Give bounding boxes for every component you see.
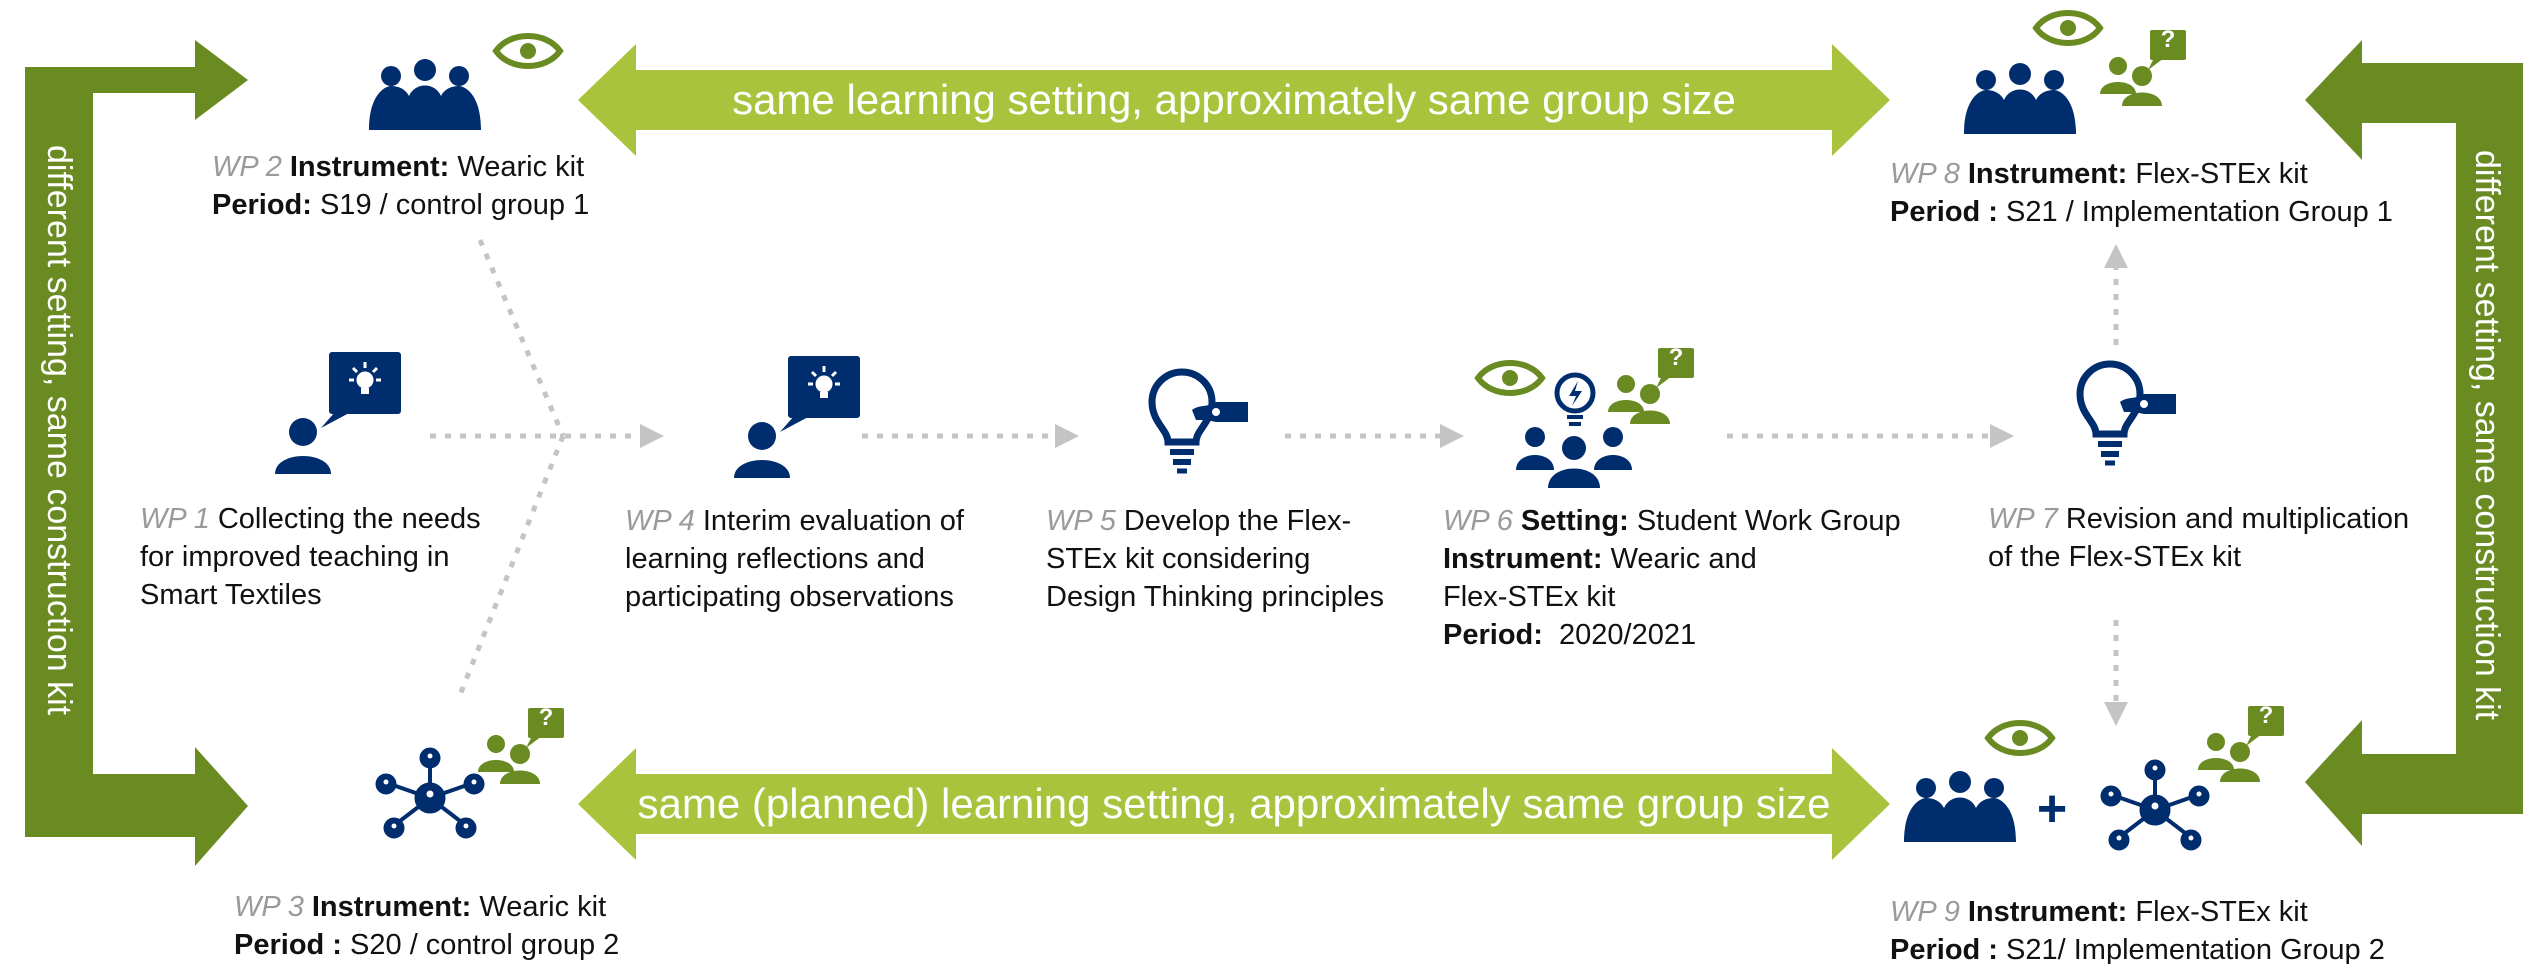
instrument-label: Instrument:: [1967, 896, 2128, 928]
period-label: Period:: [1443, 619, 1543, 651]
arrowheads: [640, 244, 2128, 726]
right-vertical-text: different setting, same construction kit: [2468, 150, 2506, 721]
team-icon: [1516, 427, 1632, 488]
plus-sign: +: [2037, 780, 2067, 838]
description-line: Interim evaluation of: [702, 505, 964, 537]
instrument-value: Flex-STEx kit: [2135, 158, 2308, 190]
period-value: 2020/2021: [1559, 619, 1697, 651]
setting-label: Setting:: [1520, 505, 1629, 537]
connectors: [430, 239, 2119, 702]
eye-icon: [496, 36, 560, 66]
period-value: S21/ Implementation Group 2: [2006, 934, 2385, 964]
description-line: Smart Textiles: [140, 579, 322, 611]
instrument-value: Wearic kit: [457, 151, 585, 183]
bulb-bolt-icon: [1557, 375, 1593, 424]
period-label: Period:: [212, 189, 312, 221]
question-mark: ?: [2161, 26, 2176, 53]
network-icon: [374, 746, 486, 840]
description-line: Collecting the needs: [217, 503, 481, 535]
instrument-label: Instrument:: [289, 151, 450, 183]
wp-tag: WP 1: [140, 503, 210, 535]
eye-icon: [1478, 363, 1542, 393]
network-icon: [2099, 758, 2211, 852]
group-icon: [1964, 63, 2076, 134]
description-line: of the Flex-STEx kit: [1988, 541, 2242, 573]
wp-tag: WP 6: [1443, 505, 1513, 537]
description-line: learning reflections and: [625, 543, 925, 575]
group-icon: [1904, 771, 2016, 842]
wp-tag: WP 2: [212, 151, 282, 183]
description-line: participating observations: [625, 581, 954, 613]
wp-tag: WP 9: [1890, 896, 1960, 928]
description-line: for improved teaching in: [140, 541, 450, 573]
wp-tag: WP 7: [1988, 503, 2058, 535]
period-value: S20 / control group 2: [350, 929, 620, 961]
description-line: Develop the Flex-: [1123, 505, 1352, 537]
instrument-label: Instrument:: [1967, 158, 2128, 190]
question-mark: ?: [2259, 702, 2274, 729]
lightbulb-icon: [1152, 372, 1248, 471]
top-double-arrow: [578, 44, 1890, 156]
wp-tag: WP 3: [234, 891, 304, 923]
bottom-banner-text: same (planned) learning setting, approxi…: [637, 780, 1831, 827]
description-line: Design Thinking principles: [1046, 581, 1384, 613]
instrument-value: Wearic and: [1610, 543, 1757, 575]
right-bracket-arrow: [2305, 40, 2523, 846]
period-label: Period :: [1890, 934, 1998, 964]
wp-tag: WP 5: [1046, 505, 1116, 537]
question-marks: ? ? ? ?: [539, 26, 2274, 731]
period-label: Period :: [234, 929, 342, 961]
eye-icon: [1988, 723, 2052, 753]
period-value: S19 / control group 1: [319, 189, 590, 221]
lightbulb-icon: [2080, 364, 2176, 463]
instrument-value: Flex-STEx kit: [1443, 581, 1616, 613]
wp-tag: WP 4: [625, 505, 695, 537]
instrument-value: Flex-STEx kit: [2135, 896, 2308, 928]
question-mark: ?: [539, 704, 554, 731]
period-value: S21 / Implementation Group 1: [2006, 196, 2393, 228]
period-label: Period :: [1890, 196, 1998, 228]
instrument-label: Instrument:: [1443, 543, 1603, 575]
left-vertical-text: different setting, same construction kit: [40, 145, 78, 716]
person-idea-icon: [732, 354, 862, 480]
group-icon: [369, 59, 481, 130]
left-bracket-arrow: [25, 40, 248, 866]
eye-icon: [2036, 13, 2100, 43]
description-line: STEx kit considering: [1046, 543, 1311, 575]
wp-tag: WP 8: [1890, 158, 1960, 190]
instrument-label: Instrument:: [311, 891, 472, 923]
question-mark: ?: [1669, 344, 1684, 371]
instrument-value: Wearic kit: [479, 891, 607, 923]
description-line: Revision and multiplication: [2065, 503, 2410, 535]
person-idea-icon: [273, 350, 403, 476]
bottom-double-arrow: [578, 748, 1890, 860]
top-banner-text: same learning setting, approximately sam…: [732, 76, 1736, 123]
setting-value: Student Work Group: [1636, 505, 1901, 537]
